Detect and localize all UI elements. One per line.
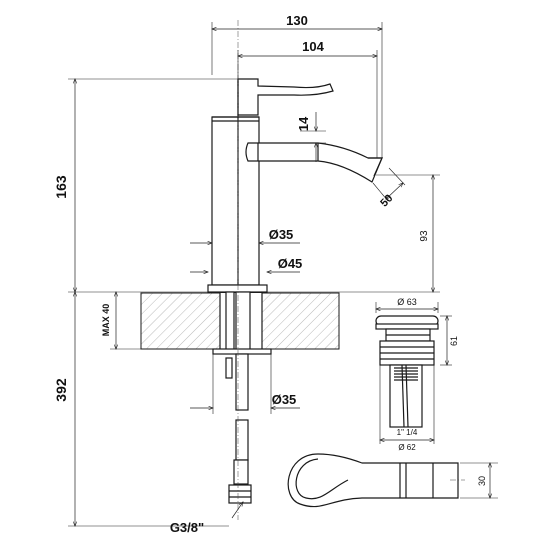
dim-lower-height: 392 <box>53 292 229 526</box>
dim-label-flange-dia: Ø45 <box>278 256 303 271</box>
dim-label-waste-thread: 1" 1/4 <box>397 428 418 437</box>
flange <box>207 284 268 293</box>
handle-top-view <box>287 453 465 508</box>
connection-callout: G3/8" <box>170 502 243 535</box>
dim-label-392: 392 <box>53 378 69 402</box>
dim-label-connection: G3/8" <box>170 520 204 535</box>
dim-spout-reach: 104 <box>238 39 377 158</box>
dim-label-93: 93 <box>419 230 430 242</box>
dim-handle-height: 30 <box>460 463 498 498</box>
dim-flange-diameter: Ø45 <box>190 256 302 272</box>
dim-label-waste-height: 61 <box>449 336 459 346</box>
dim-label-163: 163 <box>53 175 69 199</box>
dim-label-104: 104 <box>302 39 324 54</box>
spout <box>245 142 383 183</box>
dim-label-waste-bottom: Ø 62 <box>398 443 416 452</box>
dim-upper-height: 163 <box>53 79 238 292</box>
dim-label-14: 14 <box>296 116 311 131</box>
mixer-body <box>207 78 383 293</box>
tap-body <box>211 116 260 286</box>
dim-deck-max: MAX 40 <box>101 292 141 349</box>
dim-body-diameter: Ø35 <box>190 227 300 243</box>
lever-handle <box>237 78 334 116</box>
dim-label-max40: MAX 40 <box>101 304 111 337</box>
dim-overall-width: 130 <box>212 13 382 158</box>
dim-label-shank-dia: Ø35 <box>272 392 297 407</box>
dim-aerator-angle: 50 <box>372 167 406 209</box>
dim-waste-top: Ø 63 <box>376 297 438 313</box>
dim-label-body-dia: Ø35 <box>269 227 294 242</box>
dim-shank-diameter: Ø35 <box>190 354 300 414</box>
dim-label-waste-top: Ø 63 <box>397 297 417 307</box>
dim-spout-height: 93 <box>376 175 440 292</box>
dim-label-130: 130 <box>286 13 308 28</box>
dim-waste-bottom: 1" 1/4 Ø 62 <box>380 365 434 452</box>
dim-waste-height: 61 <box>440 316 459 365</box>
dim-label-handle-height: 30 <box>477 476 487 486</box>
dim-spout-offset: 14 <box>296 112 326 162</box>
dim-label-50: 50 <box>378 192 395 209</box>
waste-drawing <box>375 315 439 428</box>
hex-nut <box>228 484 252 504</box>
